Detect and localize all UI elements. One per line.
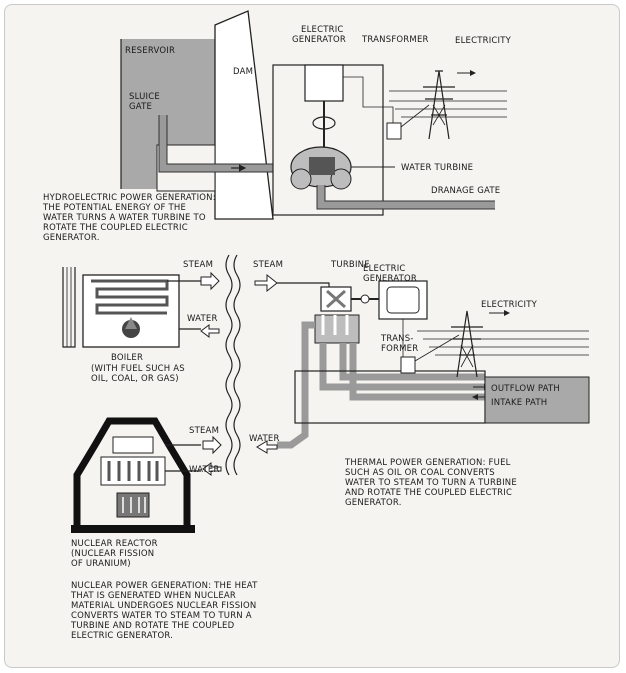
hydro-electricity-label: ELECTRICITY [455, 36, 512, 46]
boiler-section: STEAM WATER BOILER (WITH FUEL SUCH AS OI… [62, 260, 220, 384]
thermal-electricity-label: ELECTRICITY [481, 300, 538, 310]
hydro-transformer [386, 122, 402, 140]
intake-pipe [349, 343, 485, 401]
steam-in-arrow-icon [254, 273, 278, 293]
hydro-caption-line: ROTATE THE COUPLED ELECTRIC [43, 223, 188, 233]
thermal-caption-line: SUCH AS OIL OR COAL CONVERTS [345, 468, 495, 478]
hydro-caption-line: THE POTENTIAL ENERGY OF THE [42, 203, 186, 213]
boiler-note-line: OIL, COAL, OR GAS) [91, 374, 179, 384]
reservoir-label: RESERVOIR [125, 46, 175, 56]
containment-building [73, 417, 191, 529]
water-arrow-icon [200, 324, 220, 338]
drainage-pipe [317, 185, 495, 209]
reactor-label-line: NUCLEAR REACTOR [71, 539, 158, 549]
thermal-generator-label-1: ELECTRIC [363, 264, 406, 274]
nuclear-section: STEAM WATER NUCLEAR REACTOR (NUCLEAR FIS… [70, 417, 258, 641]
transformer-label-2: FORMER [381, 344, 418, 354]
thermal-section: STEAM WATER TURBINE ELECTRIC GENERATOR E… [249, 260, 590, 508]
boiler-water-label: WATER [187, 314, 218, 324]
nuclear-steam-arrow-icon [202, 435, 222, 455]
boiler-steam-label: STEAM [183, 260, 213, 270]
penstock-pipe [159, 115, 295, 172]
boiler-coil [91, 279, 169, 315]
dam-label: DAM [233, 67, 253, 77]
turbine-label: TURBINE [330, 260, 370, 270]
nuclear-steam-label: STEAM [189, 426, 219, 436]
nuclear-caption-line: THAT IS GENERATED WHEN NUCLEAR [70, 591, 236, 601]
nuclear-caption-line: TURBINE AND ROTATE THE COUPLED [70, 621, 235, 631]
diagram-card: RESERVOIR SLUICE GATE DAM ELECTRIC GENER… [4, 4, 620, 668]
water-turbine-label: WATER TURBINE [401, 163, 473, 173]
reactor-label-line: OF URANIUM) [71, 559, 131, 569]
outflow-pipe [319, 343, 485, 391]
hydro-generator-label-1: ELECTRIC [301, 25, 344, 35]
thermal-generator-label-2: GENERATOR [363, 274, 417, 284]
water-return-pipe [277, 321, 315, 449]
steam-arrow-icon [200, 271, 220, 291]
nuclear-water-label: WATER [189, 465, 220, 475]
boiler-chimney [62, 267, 76, 348]
nuclear-caption-line: ELECTRIC GENERATOR. [71, 631, 173, 641]
sluice-gate-label-2: GATE [129, 102, 152, 112]
water-out-arrow-icon [256, 440, 278, 454]
hydro-caption: HYDROELECTRIC POWER GENERATION: THE POTE… [42, 193, 216, 243]
thermal-caption-line: THERMAL POWER GENERATION: FUEL [344, 458, 511, 468]
power-generation-diagram: RESERVOIR SLUICE GATE DAM ELECTRIC GENER… [42, 10, 590, 641]
hydro-caption-line: HYDROELECTRIC POWER GENERATION: [43, 193, 216, 203]
water-body [484, 376, 590, 424]
nuclear-caption-line: NUCLEAR POWER GENERATION: THE HEAT [71, 581, 258, 591]
thermal-water-label: WATER [249, 434, 280, 444]
thermal-tower [451, 310, 483, 378]
boiler-label: BOILER [111, 353, 143, 363]
transformer-label-1: TRANS- [380, 334, 414, 344]
hydro-transformer-label: TRANSFORMER [361, 35, 429, 45]
nuclear-caption-line: CONVERTS WATER TO STEAM TO TURN A [71, 611, 252, 621]
drainage-gate-label: DRANAGE GATE [431, 186, 500, 196]
hydro-generator [304, 64, 344, 102]
thermal-caption-line: AND ROTATE THE COUPLED ELECTRIC [345, 488, 512, 498]
thermal-steam-label: STEAM [253, 260, 283, 270]
thermal-caption: THERMAL POWER GENERATION: FUEL SUCH AS O… [344, 458, 517, 508]
outflow-path-label: OUTFLOW PATH [491, 384, 560, 394]
hydro-caption-line: GENERATOR. [43, 233, 100, 243]
dam [214, 10, 274, 220]
nuclear-caption: NUCLEAR POWER GENERATION: THE HEAT THAT … [70, 581, 258, 641]
hydro-section: RESERVOIR SLUICE GATE DAM ELECTRIC GENER… [42, 10, 512, 243]
nuclear-caption-line: MATERIAL UNDERGOES NUCLEAR FISSION [71, 601, 256, 611]
sluice-gate-label-1: SLUICE [129, 92, 160, 102]
hydro-tower [423, 70, 455, 140]
hydro-generator-label-2: GENERATOR [292, 35, 346, 45]
nuclear-water-arrow-icon [202, 462, 222, 476]
boiler-note-line: (WITH FUEL SUCH AS [91, 364, 185, 374]
intake-path-label: INTAKE PATH [491, 398, 547, 408]
hydro-caption-line: WATER TURNS A WATER TURBINE TO [43, 213, 206, 223]
thermal-caption-line: WATER TO STEAM TO TURN A TURBINE [345, 478, 517, 488]
thermal-caption-line: GENERATOR. [345, 498, 402, 508]
reactor-label-line: (NUCLEAR FISSION [71, 549, 154, 559]
separator-lines [225, 254, 241, 476]
thermal-transformer [400, 356, 416, 374]
